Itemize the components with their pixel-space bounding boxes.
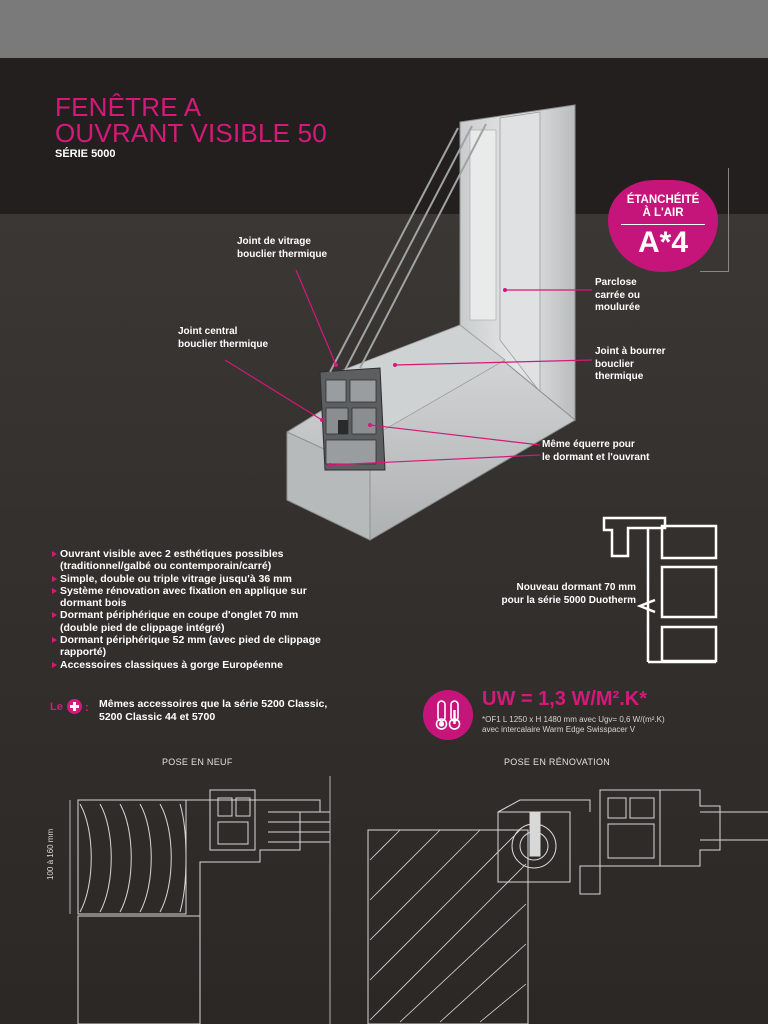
feature-item: Ouvrant visible avec 2 esthétiques possi… [50, 548, 321, 573]
uw-note: *OF1 L 1250 x H 1480 mm avec Ugv= 0,6 W/… [482, 715, 665, 734]
callout-joint-central: Joint central bouclier thermique [178, 326, 268, 351]
bullet-triangle-icon [52, 551, 57, 557]
feature-text: dormant bois [60, 597, 127, 610]
feature-item: Simple, double ou triple vitrage jusqu'à… [50, 573, 321, 585]
feature-text: (traditionnel/galbé ou contemporain/carr… [60, 560, 272, 573]
callout-text: bouclier thermique [178, 338, 269, 350]
callout-text: thermique [595, 371, 644, 382]
feature-item: Dormant périphérique en coupe d'onglet 7… [50, 609, 321, 634]
dormant-label: Nouveau dormant 70 mm pour la série 5000… [474, 582, 637, 607]
callout-text: Parclose [595, 277, 637, 288]
series-label: SÉRIE 5000 [55, 148, 116, 160]
bullet-triangle-icon [52, 587, 57, 594]
bullet-triangle-icon [52, 637, 57, 644]
page-title: FENÊTRE A OUVRANT VISIBLE 50 [55, 94, 327, 146]
dimension-label: 100 à 160 mm [46, 828, 55, 880]
feature-item: Accessoires classiques à gorge Européenn… [50, 659, 321, 671]
badge-rule-horizontal [700, 271, 729, 272]
badge-rule-vertical [728, 168, 729, 272]
pose-neuf-drawing [69, 776, 331, 1024]
feature-item: Dormant périphérique 52 mm (avec pied de… [50, 634, 321, 659]
feature-text: Dormant périphérique 52 mm (avec pied de… [60, 634, 321, 647]
le-plus-colon: : [84, 699, 89, 714]
callout-joint-vitrage: Joint de vitrage bouclier thermique [237, 236, 327, 261]
badge-divider [621, 224, 705, 225]
pose-renovation-drawing [367, 789, 768, 1024]
feature-text: Dormant périphérique en coupe d'onglet 7… [60, 609, 299, 622]
plus-icon [66, 699, 82, 714]
feature-text: Système rénovation avec fixation en appl… [60, 584, 307, 597]
feature-text: (double pied de clippage intégré) [60, 621, 225, 634]
le-plus-marker: Le : [50, 699, 89, 714]
callout-text: Joint de vitrage [237, 236, 311, 247]
thermometer-icon [423, 690, 473, 740]
badge-line-1: ÉTANCHÉITÉ [626, 194, 700, 206]
dormant-label-line: pour la série 5000 Duotherm [501, 594, 637, 606]
badge-rating: A*4 [637, 226, 689, 259]
air-tightness-badge: ÉTANCHÉITÉ À L'AIR A*4 [608, 180, 718, 272]
pose-neuf-label: POSE EN NEUF [162, 757, 233, 767]
feature-text: rapporté) [60, 646, 107, 659]
bullet-triangle-icon [52, 661, 57, 668]
callout-text: bouclier [595, 358, 634, 370]
top-bar [0, 0, 768, 58]
uw-value: UW = 1,3 W/M².K* [482, 688, 648, 710]
callout-text: Joint à bourrer [595, 346, 666, 357]
le-plus-line: Mêmes accessoires que la série 5200 Clas… [99, 698, 328, 710]
bullet-triangle-icon [52, 575, 57, 582]
callout-joint-bourrer: Joint à bourrer bouclier thermique [595, 346, 666, 384]
feature-list: Ouvrant visible avec 2 esthétiques possi… [50, 548, 321, 671]
callout-equerre: Même équerre pour le dormant et l'ouvran… [542, 439, 649, 464]
callout-text: bouclier thermique [237, 248, 328, 260]
le-plus-label: Le [50, 700, 63, 713]
dormant-label-line: Nouveau dormant 70 mm [516, 582, 636, 593]
uw-note-line: *OF1 L 1250 x H 1480 mm avec Ugv= 0,6 W/… [482, 715, 665, 724]
callout-text: carrée ou [595, 289, 641, 301]
callout-parclose: Parclose carrée ou moulurée [595, 277, 640, 315]
callout-text: le dormant et l'ouvrant [542, 451, 650, 463]
callout-text: moulurée [595, 302, 641, 313]
le-plus-description: Mêmes accessoires que la série 5200 Clas… [99, 698, 327, 723]
feature-text: Simple, double ou triple vitrage jusqu'à… [60, 572, 292, 585]
badge-line-2: À L'AIR [642, 207, 684, 219]
pose-renovation-label: POSE EN RÉNOVATION [504, 757, 611, 767]
callout-text: Même équerre pour [542, 439, 635, 450]
dormant-profile-drawing [602, 516, 718, 664]
callout-text: Joint central [178, 326, 238, 337]
title-line-2: OUVRANT VISIBLE 50 [55, 118, 327, 148]
uw-note-line: avec intercalaire Warm Edge Swisspacer V [482, 724, 636, 734]
feature-text: Accessoires classiques à gorge Européenn… [60, 658, 283, 671]
feature-text: Ouvrant visible avec 2 esthétiques possi… [60, 548, 284, 560]
feature-item: Système rénovation avec fixation en appl… [50, 585, 321, 610]
bullet-triangle-icon [52, 612, 57, 619]
le-plus-line: 5200 Classic 44 et 5700 [99, 710, 216, 723]
title-line-1: FENÊTRE A [55, 92, 202, 122]
